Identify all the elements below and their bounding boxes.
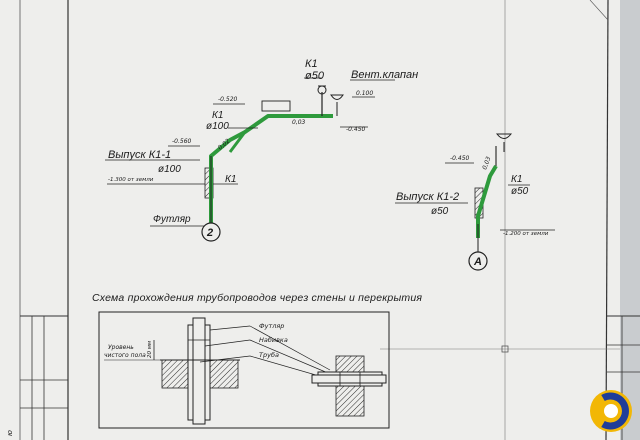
level-a: -0.450 xyxy=(450,155,470,162)
slope-top: 0,03 xyxy=(292,119,306,126)
outlet-diameter-a: ø50 xyxy=(431,206,449,217)
section-marker-a xyxy=(468,251,488,271)
dim-label: 20 мм xyxy=(147,341,153,358)
outlet-level-a: -1.200 от земли xyxy=(503,231,549,237)
callout-pipe: Труба xyxy=(259,351,279,359)
slope-a: 0,03 xyxy=(481,156,492,171)
outlet-label: Выпуск К1-1 xyxy=(108,149,171,161)
section-marker-a-text: А xyxy=(473,256,482,268)
scheme-2: К1 ø50 Вент.клапан 0.100 -0.450 0,03 -0.… xyxy=(105,58,418,242)
callout-sleeve: Футляр xyxy=(259,322,284,330)
level-upper-left: -0.520 xyxy=(218,96,238,103)
pipe-vertical xyxy=(192,317,206,425)
sheet-border-right xyxy=(605,0,609,440)
vertical-label: К1 xyxy=(225,174,236,185)
riser-diameter: ø50 xyxy=(305,70,325,82)
section-detail: Схема прохождения трубопроводов через ст… xyxy=(92,292,422,429)
riser-label: К1 xyxy=(305,58,318,70)
outlet-label-a: Выпуск К1-2 xyxy=(396,191,459,203)
section-title: Схема прохождения трубопроводов через ст… xyxy=(92,292,422,304)
level-top-right: 0.100 xyxy=(356,90,373,97)
section-marker-2 xyxy=(201,222,221,242)
section-marker-2-text: 2 xyxy=(206,227,213,239)
level-lower: -0.560 xyxy=(172,138,192,145)
outlet-diameter: ø100 xyxy=(158,164,181,175)
branch-label: К1 xyxy=(212,110,223,121)
cad-crosshair-cursor xyxy=(380,0,620,440)
pipe-horizontal xyxy=(311,374,387,384)
sheet-edge-mark: ю xyxy=(6,430,14,436)
funnel-symbol xyxy=(495,133,513,139)
brand-logo-icon xyxy=(590,390,632,432)
scheme-a: -0.450 0,03 К1 ø50 Выпуск К1-2 ø50 -1.20… xyxy=(395,133,555,271)
left-title-block xyxy=(20,315,68,440)
vent-valve-label: Вент.клапан xyxy=(351,69,418,81)
floor-label-2: чистого пола xyxy=(104,352,146,359)
branch-diameter: ø100 xyxy=(206,121,229,132)
section-frame xyxy=(98,311,390,429)
pipe-branch xyxy=(228,131,247,153)
callout-packing: Набивка xyxy=(259,336,288,344)
level-mid-right: -0.450 xyxy=(346,126,366,133)
fixture-box xyxy=(261,100,291,112)
vent-valve-symbol xyxy=(330,94,344,100)
riser-label-a: К1 xyxy=(511,174,522,185)
riser-diameter-a: ø50 xyxy=(511,186,529,197)
floor-label-1: Уровень xyxy=(108,344,134,351)
drawing-sheet xyxy=(0,0,620,440)
sheet-corner-line xyxy=(589,0,609,21)
outlet-level: -1.300 от земли xyxy=(108,177,154,183)
sleeve-label: Футляр xyxy=(153,214,191,225)
